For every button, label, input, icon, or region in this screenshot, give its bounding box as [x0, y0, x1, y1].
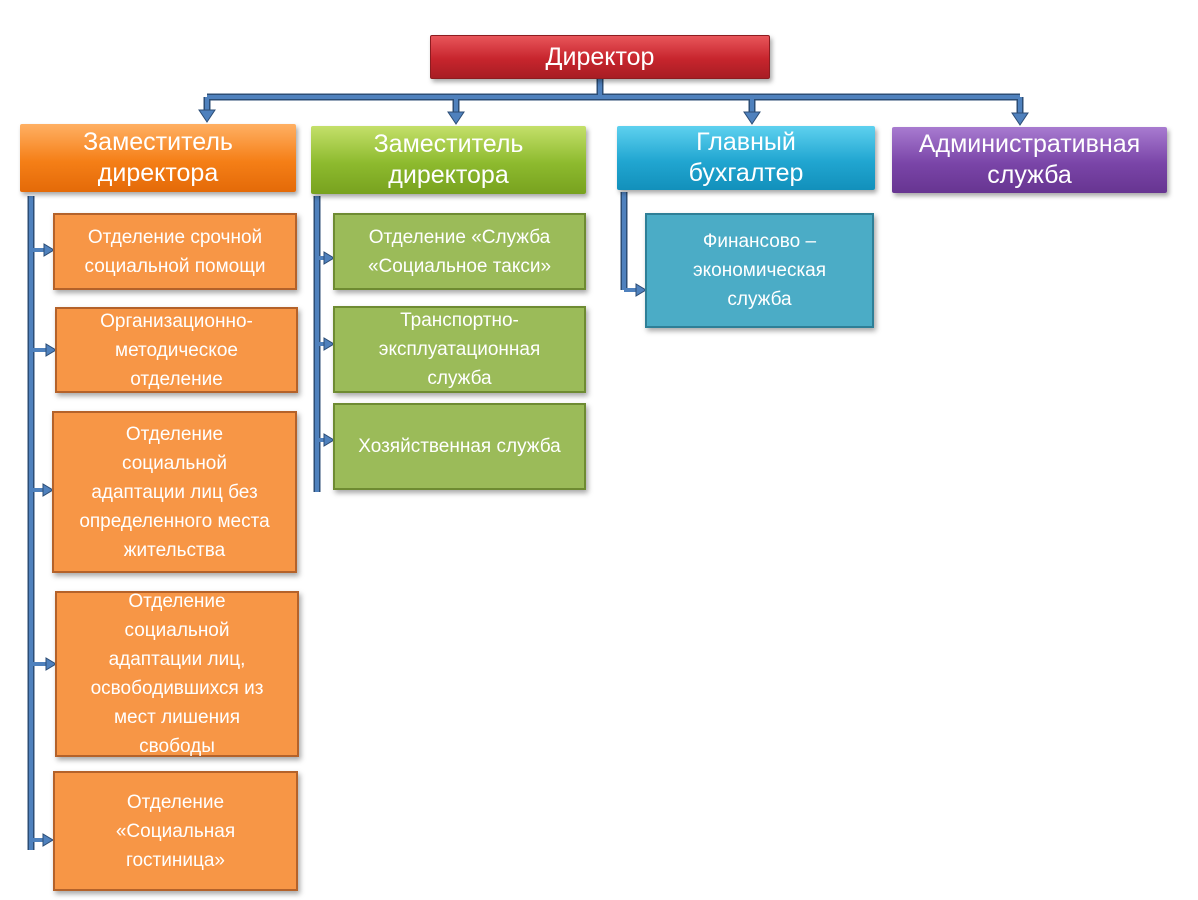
- unit-urgent-social-help: Отделение срочной социальной помощи: [53, 213, 297, 290]
- unit-social-taxi: Отделение «Служба «Социальное такси»: [333, 213, 586, 290]
- unit-homeless-adaptation: Отделение социальной адаптации лиц без о…: [52, 411, 297, 573]
- unit-social-hotel: Отделение «Социальная гостиница»: [53, 771, 298, 891]
- unit-finance-economic: Финансово – экономическая служба: [645, 213, 874, 328]
- unit-organizational-methodical: Организационно- методическое отделение: [55, 307, 298, 393]
- administrative-service-box: Административная служба: [892, 127, 1167, 193]
- chief-accountant-box: Главный бухгалтер: [617, 126, 875, 190]
- unit-transport-service: Транспортно- эксплуатационная служба: [333, 306, 586, 393]
- unit-household-service: Хозяйственная служба: [333, 403, 586, 490]
- director-box: Директор: [430, 35, 770, 79]
- unit-released-prisoners-adaptation: Отделение социальной адаптации лиц, осво…: [55, 591, 299, 757]
- deputy-director-1-box: Заместитель директора: [20, 124, 296, 192]
- deputy-director-2-box: Заместитель директора: [311, 126, 586, 194]
